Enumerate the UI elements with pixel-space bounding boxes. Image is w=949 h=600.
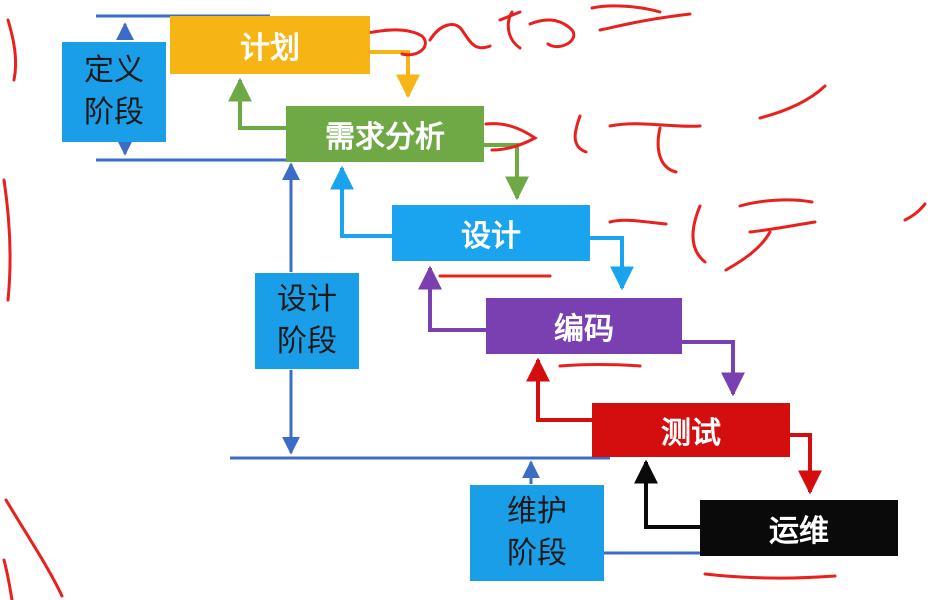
stage-testing: 测试: [592, 403, 790, 457]
arrow-plan-to-analysis: [370, 50, 420, 99]
feedback-analysis-to-plan: [228, 77, 286, 130]
phase-guide-lines: [96, 14, 748, 555]
stage-coding-label: 编码: [554, 312, 614, 347]
stage-maintenance-label: 运维: [769, 514, 829, 549]
feedback-maintenance-to-testing: [634, 459, 700, 529]
stage-plan-label: 计划: [240, 31, 300, 66]
arrow-analysis-to-design: [484, 143, 529, 201]
stage-testing-label: 测试: [661, 416, 721, 451]
feedback-design-to-analysis: [330, 165, 392, 238]
phase-maintain-line2: 阶段: [507, 536, 567, 571]
phase-define-line1: 定义: [84, 53, 144, 88]
phase-maintain: 维护 阶段: [470, 485, 604, 581]
phase-define-line2: 阶段: [84, 95, 144, 130]
feedback-testing-to-coding: [526, 357, 592, 422]
phase-design-line1: 设计: [277, 282, 337, 317]
stage-design: 设计: [392, 205, 590, 261]
stage-coding: 编码: [486, 298, 682, 354]
stage-requirements-analysis-label: 需求分析: [325, 120, 445, 155]
phase-design: 设计 阶段: [255, 273, 359, 369]
arrow-coding-to-testing: [682, 340, 745, 397]
phase-maintain-line1: 维护: [507, 494, 567, 529]
handwritten-annotations: [2, 4, 927, 600]
arrow-testing-to-maintenance: [790, 433, 822, 495]
phase-design-line2: 阶段: [277, 324, 337, 359]
arrow-design-to-coding: [590, 236, 634, 291]
phase-define: 定义 阶段: [62, 42, 166, 142]
stage-requirements-analysis: 需求分析: [286, 106, 484, 162]
stage-maintenance: 运维: [700, 500, 898, 556]
stage-design-label: 设计: [461, 219, 521, 254]
feedback-coding-to-design: [418, 265, 486, 332]
stage-plan: 计划: [170, 16, 370, 74]
